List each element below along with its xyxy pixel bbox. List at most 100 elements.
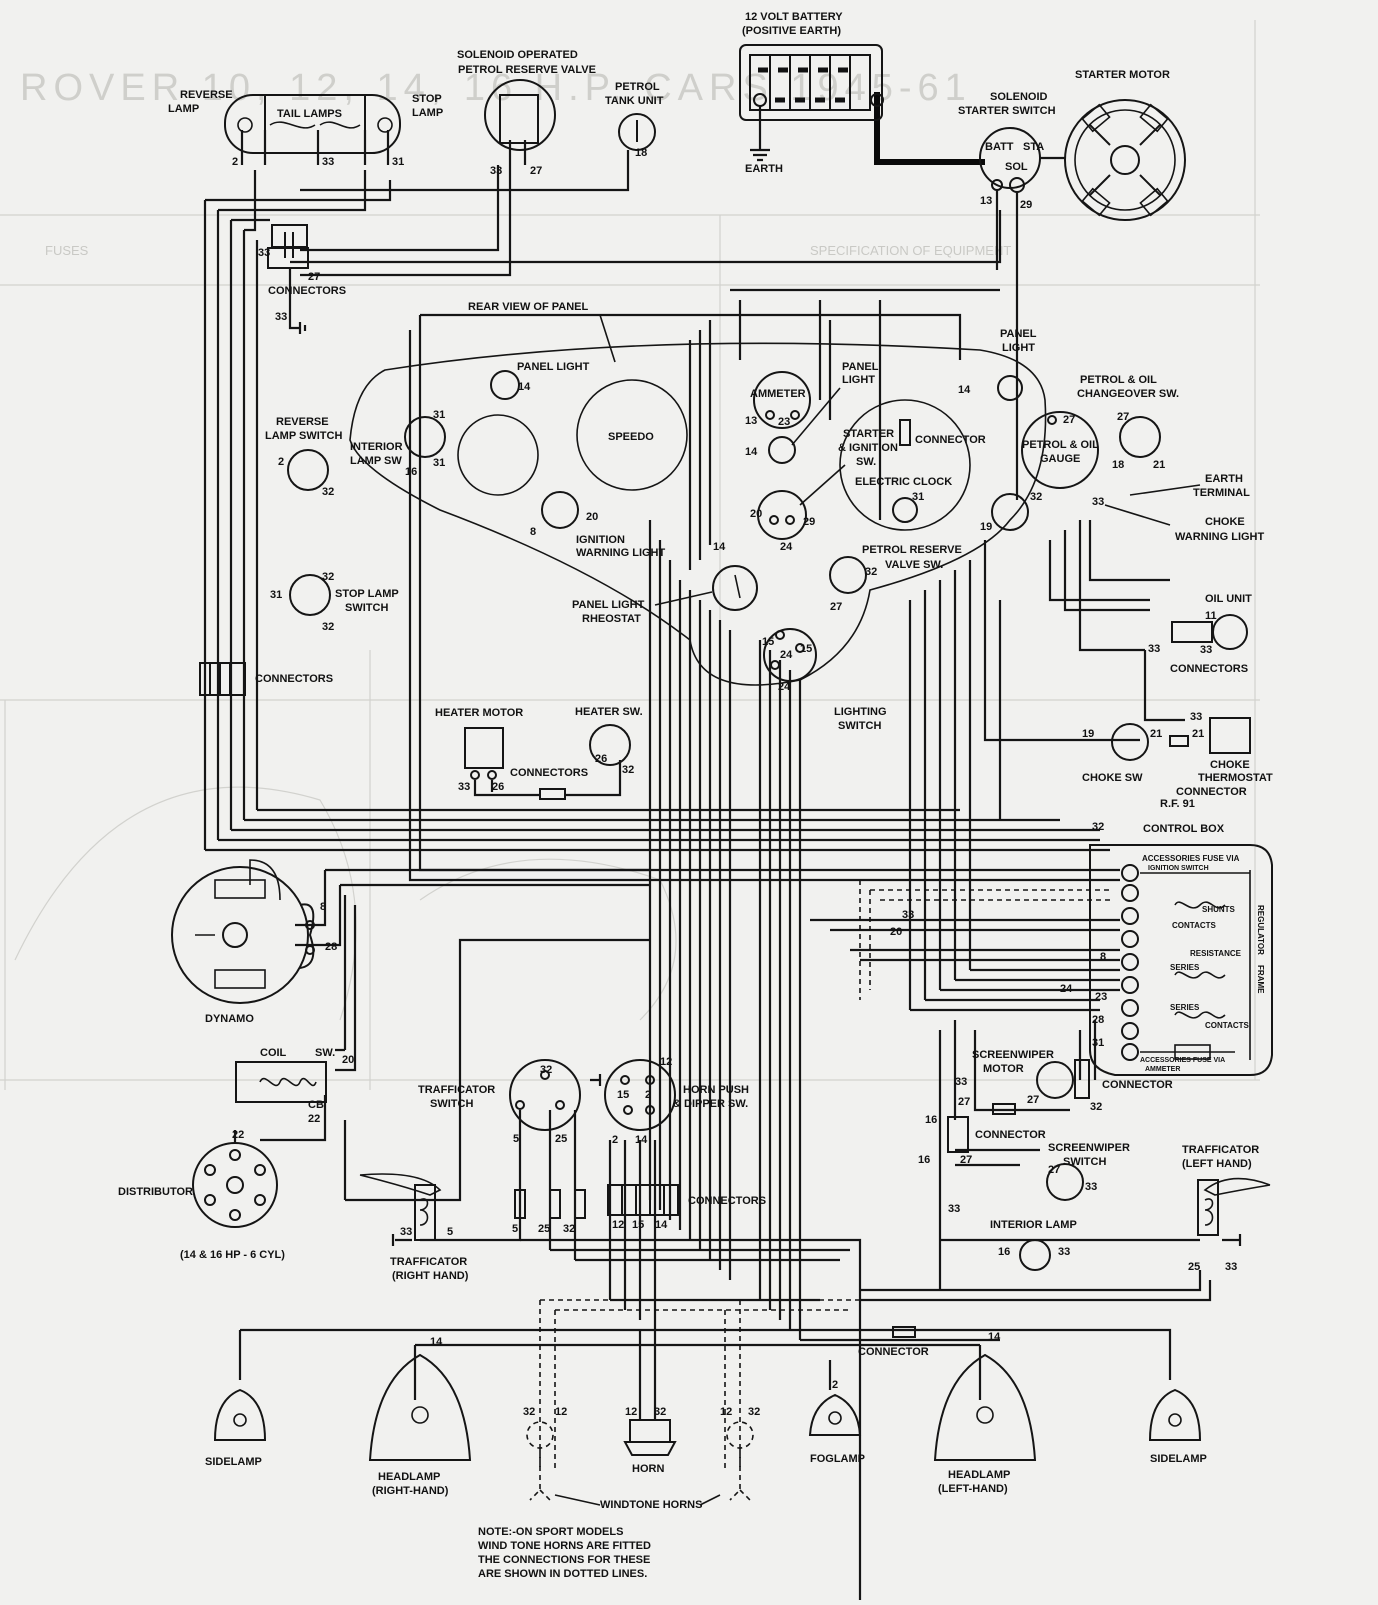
wire-13: 13	[980, 195, 992, 207]
headlamp-left-label: HEADLAMP	[948, 1469, 1010, 1481]
bleed-fuses: FUSES	[45, 243, 89, 258]
connectors-heater-label: CONNECTORS	[510, 767, 588, 779]
note-line-2: WIND TONE HORNS ARE FITTED	[478, 1540, 651, 1552]
wire-20-cb: 20	[890, 926, 902, 938]
panel-light-right-1: PANEL	[1000, 328, 1037, 340]
cb-shunts-label: SHUNTS	[1202, 905, 1236, 914]
wire-2-rls: 2	[278, 456, 284, 468]
wire-33-earth: 33	[275, 311, 287, 323]
control-box-label: CONTROL BOX	[1143, 823, 1225, 835]
horn-label: HORN	[632, 1463, 664, 1475]
solenoid-label-2: STARTER SWITCH	[958, 105, 1056, 117]
connectors-oil-label: CONNECTORS	[1170, 663, 1248, 675]
wire-14-rh: 14	[713, 541, 726, 553]
rear-view-label: REAR VIEW OF PANEL	[468, 301, 588, 313]
heater-switch: 26 32 HEATER SW.	[575, 706, 643, 776]
wire-31-ils: 31	[433, 409, 445, 421]
rear-connectors: 33 27 33 CONNECTORS	[258, 224, 346, 334]
instrument-panel: REAR VIEW OF PANEL SPEEDO 14 PANEL LIGHT…	[349, 301, 1264, 732]
coil-label: COIL	[260, 1047, 287, 1059]
distributor: 22 DISTRIBUTOR (14 & 16 HP - 6 CYL)	[118, 1129, 285, 1261]
reverse-lamp-label-2: LAMP	[168, 103, 199, 115]
wire-16-swc: 16	[925, 1114, 937, 1126]
wire-25-ts: 25	[555, 1133, 567, 1145]
cb-series-label: SERIES	[1170, 963, 1200, 972]
wire-32-cb: 32	[1092, 821, 1104, 833]
petrol-res-label-1: PETROL RESERVE	[862, 544, 962, 556]
traff-left-label-2: (LEFT HAND)	[1182, 1158, 1252, 1170]
wire-32-f: 32	[563, 1223, 575, 1235]
cb-contacts2-label: CONTACTS	[1205, 1021, 1250, 1030]
horn-connectors: CONNECTORS 12 15 14	[607, 1184, 766, 1231]
wire-8-dyn: 8	[320, 901, 326, 913]
wire-23-amm: 23	[778, 416, 790, 428]
wire-8-cb: 8	[1100, 951, 1106, 963]
reverse-sw-label-2: LAMP SWITCH	[265, 430, 342, 442]
wire-33-hm: 33	[458, 781, 470, 793]
stop-lamp-label-1: STOP	[412, 93, 442, 105]
wire-5-ts: 5	[513, 1133, 519, 1145]
sidelamp-left-label: SIDELAMP	[1150, 1453, 1207, 1465]
ign-warn-label-1: IGNITION	[576, 534, 625, 546]
distributor-label: DISTRIBUTOR	[118, 1186, 193, 1198]
wire-14-pl2: 14	[745, 446, 758, 458]
connector-clock-label: CONNECTOR	[915, 434, 986, 446]
control-box: R.F. 91 CONTROL BOX 32 ACCESSORIES FUSE …	[890, 798, 1273, 1076]
wire-18-co: 18	[1112, 459, 1124, 471]
wire-32-rls: 32	[322, 486, 334, 498]
gauge-label-2: GAUGE	[1040, 453, 1080, 465]
wire-24-cb: 24	[1060, 983, 1073, 995]
oil-unit: OIL UNIT 11 33 33 CONNECTORS	[1148, 593, 1252, 675]
rf91-label: R.F. 91	[1160, 798, 1195, 810]
horn-push-dipper-switch: 12 15 2 2 14 HORN PUSH & DIPPER SW.	[590, 1056, 749, 1146]
petrol-res-label-2: VALVE SW.	[885, 559, 943, 571]
wire-33-tl: 33	[1225, 1261, 1237, 1273]
traff-right-label-2: (RIGHT HAND)	[392, 1270, 469, 1282]
ign-warn-label-2: WARNING LIGHT	[576, 547, 665, 559]
note-line-4: ARE SHOWN IN DOTTED LINES.	[478, 1568, 647, 1580]
wire-5-f: 5	[512, 1223, 518, 1235]
solenoid-batt-label: BATT	[985, 141, 1014, 153]
starter-cable	[874, 92, 985, 165]
trafficator-switch: 32 5 25 TRAFFICATOR SWITCH	[418, 1059, 581, 1145]
wire-33-swm: 33	[955, 1076, 967, 1088]
electric-clock-label: ELECTRIC CLOCK	[855, 476, 952, 488]
wire-2-fog: 2	[832, 1379, 838, 1391]
note-block: NOTE:-ON SPORT MODELS WIND TONE HORNS AR…	[478, 1526, 651, 1580]
tank-unit-label-1: PETROL	[615, 81, 660, 93]
sidelamp-right-label: SIDELAMP	[205, 1456, 262, 1468]
wire-25-tl: 25	[1188, 1261, 1200, 1273]
screenwiper-motor-label-1: SCREENWIPER	[972, 1049, 1054, 1061]
panel-light2-label-1: PANEL	[842, 361, 879, 373]
wire-25-f: 25	[538, 1223, 550, 1235]
heater-motor-label: HEATER MOTOR	[435, 707, 523, 719]
wire-32-prs: 32	[865, 566, 877, 578]
coil: COIL SW. CB 22 20	[235, 1047, 354, 1125]
solenoid-starter-switch: SOLENOID STARTER SWITCH BATT STA SOL 13 …	[958, 91, 1065, 500]
windtone-horns: 32 12 12 32 WINDTONE HORNS	[523, 1406, 760, 1511]
cb-fuse-label-2: IGNITION SWITCH	[1148, 865, 1209, 872]
traff-sw-label-1: TRAFFICATOR	[418, 1084, 495, 1096]
stop-lamp-switch: 32 32 31 STOP LAMP SWITCH	[270, 571, 399, 633]
wire-26-hm: 26	[492, 781, 504, 793]
solenoid-label-1: SOLENOID	[990, 91, 1048, 103]
note-line-1: NOTE:-ON SPORT MODELS	[478, 1526, 623, 1538]
wire-16b-swc: 16	[918, 1154, 930, 1166]
wire-32-ts: 32	[540, 1064, 552, 1076]
wire-33: 33	[322, 156, 334, 168]
wire-24b-ls: 24	[778, 681, 791, 693]
wire-33-oil: 33	[1148, 643, 1160, 655]
bleed-title: ROVER 10, 12, 14, 16 H.P. CARS 1945-61	[20, 67, 972, 109]
dynamo: DYNAMO 8 28	[171, 859, 337, 1025]
wire-27-valve: 27	[530, 165, 542, 177]
traff-left-label-1: TRAFFICATOR	[1182, 1144, 1259, 1156]
trafficator-left: 25 33 TRAFFICATOR (LEFT HAND)	[1182, 1144, 1271, 1273]
wire-28-dyn: 28	[325, 941, 337, 953]
screenwiper-sw-label-1: SCREENWIPER	[1048, 1142, 1130, 1154]
horn-main: 12 32 HORN	[623, 1406, 677, 1475]
coil-sw-label: SW.	[315, 1047, 335, 1059]
choke-warn-label-1: CHOKE	[1205, 516, 1245, 528]
interior-sw-label-2: LAMP SW	[350, 455, 402, 467]
wire-20-ign: 20	[750, 508, 762, 520]
